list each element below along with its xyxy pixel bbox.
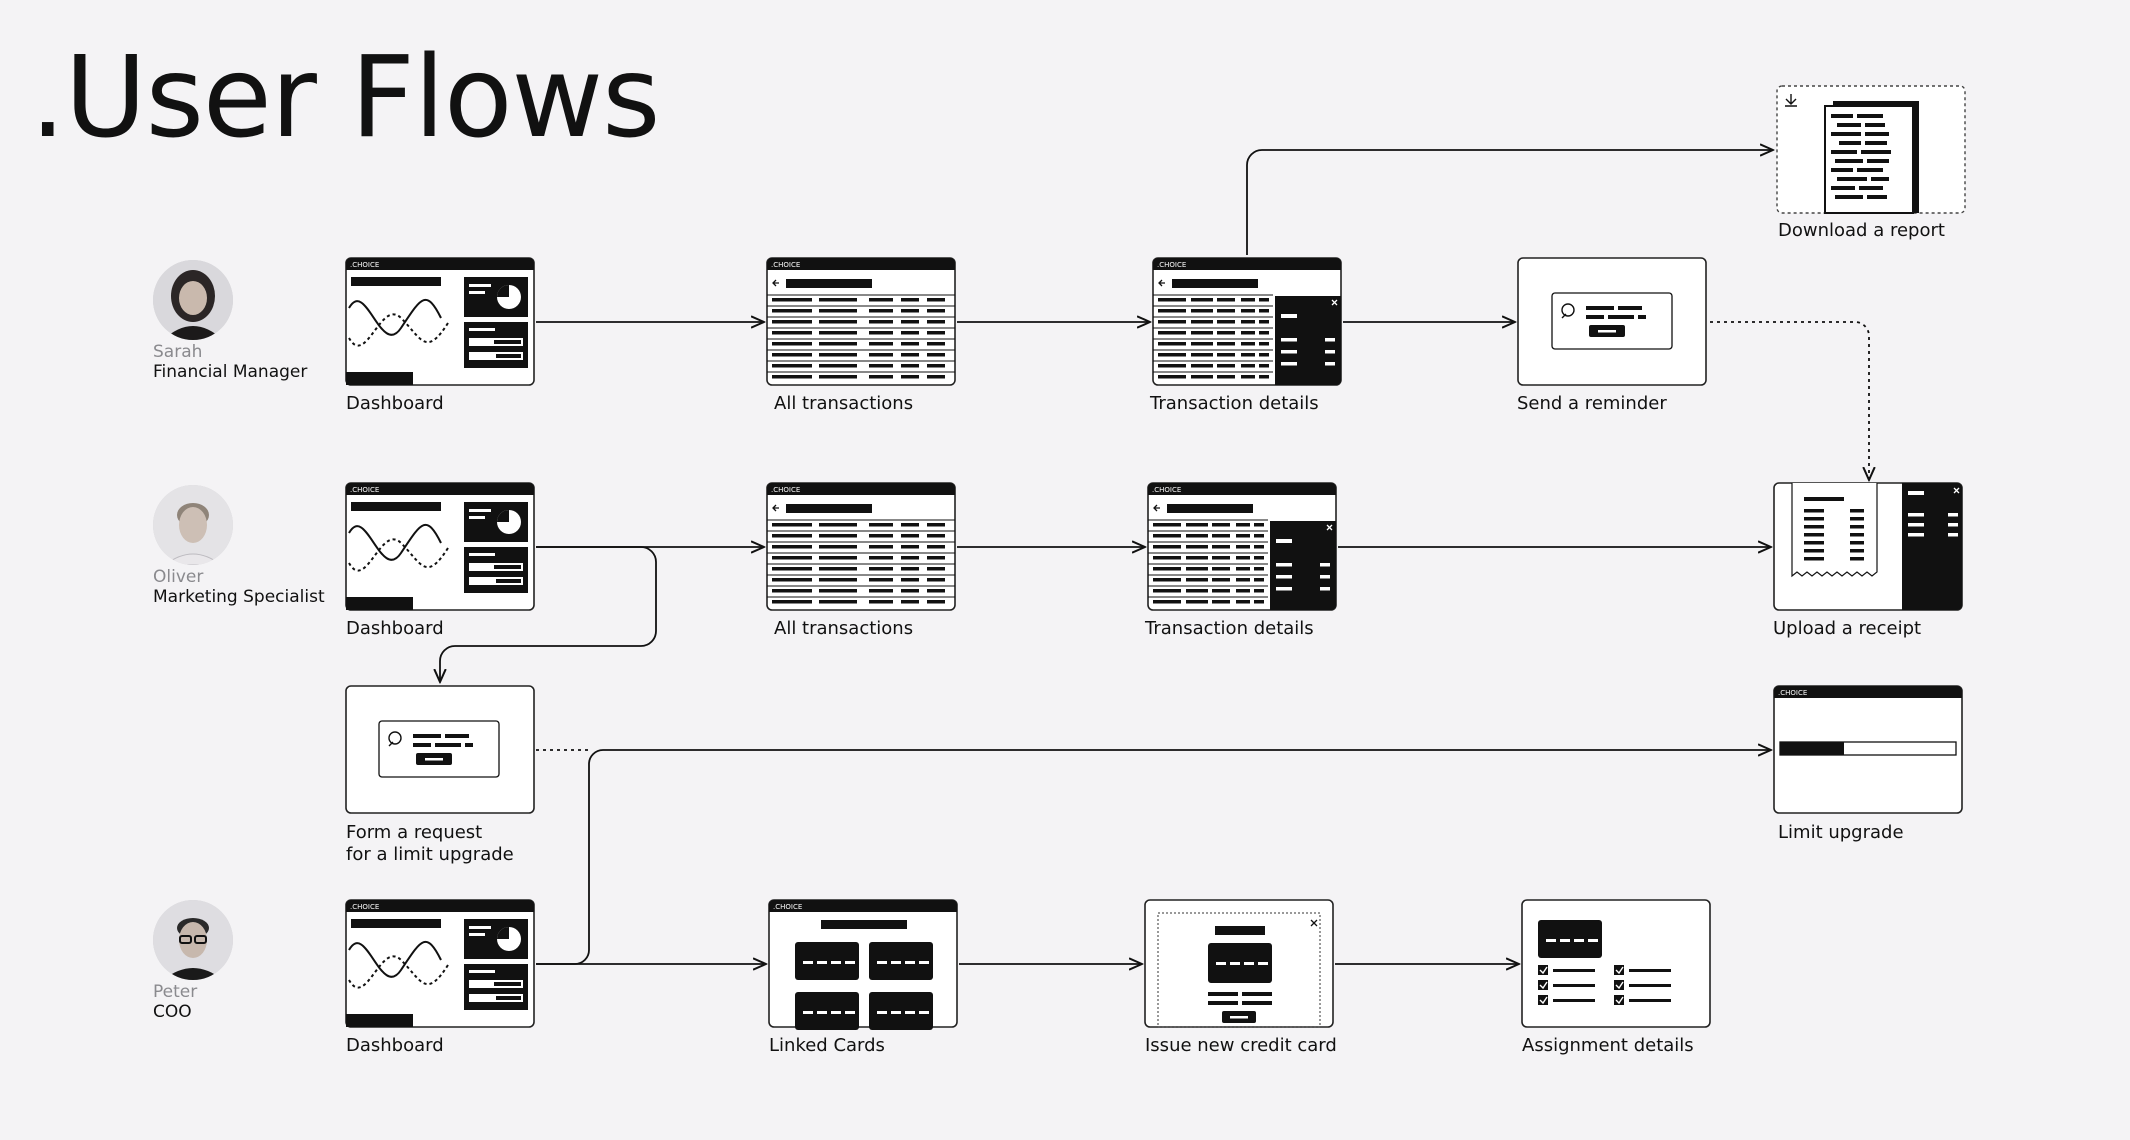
persona-name: Oliver — [153, 567, 204, 587]
arrow-peter-dash-to-limit — [536, 750, 1771, 965]
avatar-oliver-icon — [153, 485, 233, 565]
screen-send-reminder[interactable] — [1517, 257, 1707, 386]
label-send-reminder: Send a reminder — [1517, 393, 1667, 414]
screen-oliver-transaction-details[interactable]: .CHOICE — [1147, 482, 1337, 611]
brand-text: .CHOICE — [773, 903, 802, 911]
brand-text: .CHOICE — [350, 261, 379, 269]
label-oliver-transaction-details: Transaction details — [1145, 618, 1314, 639]
brand-text: .CHOICE — [771, 486, 800, 494]
label-peter-dashboard: Dashboard — [346, 1035, 444, 1056]
brand-text: .CHOICE — [350, 486, 379, 494]
persona-name: Peter — [153, 982, 198, 1002]
avatar — [153, 260, 233, 340]
label-sarah-transaction-details: Transaction details — [1150, 393, 1319, 414]
screen-form-request[interactable] — [345, 685, 535, 814]
screen-issue-card[interactable] — [1144, 899, 1334, 1028]
persona-peter: Peter COO — [153, 900, 233, 1022]
arrow-oliver-dash-to-form — [440, 546, 657, 682]
label-form-request: Form a request for a limit upgrade — [346, 822, 514, 865]
label-limit-upgrade: Limit upgrade — [1778, 822, 1904, 843]
label-linked-cards: Linked Cards — [769, 1035, 885, 1056]
persona-role: Marketing Specialist — [153, 587, 325, 607]
screen-oliver-dashboard[interactable]: .CHOICE — [345, 482, 535, 611]
avatar — [153, 900, 233, 980]
screen-sarah-dashboard[interactable]: .CHOICE — [345, 257, 535, 386]
avatar — [153, 485, 233, 565]
label-oliver-all-transactions: All transactions — [774, 618, 914, 639]
label-sarah-all-transactions: All transactions — [774, 393, 914, 414]
brand-text: .CHOICE — [1152, 486, 1181, 494]
screen-peter-dashboard[interactable]: .CHOICE — [345, 899, 535, 1028]
persona-name: Sarah — [153, 342, 203, 362]
brand-text: .CHOICE — [350, 903, 379, 911]
label-download-report: Download a report — [1778, 220, 1945, 241]
persona-sarah: Sarah Financial Manager — [153, 260, 307, 382]
screen-sarah-transaction-details[interactable]: .CHOICE — [1152, 257, 1342, 386]
persona-oliver: Oliver Marketing Specialist — [153, 485, 325, 607]
screen-sarah-all-transactions[interactable]: .CHOICE — [766, 257, 956, 386]
persona-role: Financial Manager — [153, 362, 308, 382]
arrow-reminder-to-receipt — [1710, 321, 1869, 480]
download-icon[interactable] — [1785, 94, 1797, 107]
page-title: .User Flows — [30, 33, 660, 163]
brand-text: .CHOICE — [1157, 261, 1186, 269]
label-oliver-dashboard: Dashboard — [346, 618, 444, 639]
label-issue-card: Issue new credit card — [1145, 1035, 1337, 1056]
arrow-details-to-download — [1246, 150, 1773, 255]
avatar-sarah-icon — [153, 260, 233, 340]
screen-limit-upgrade[interactable]: .CHOICE — [1773, 685, 1963, 814]
screen-linked-cards[interactable]: .CHOICE — [768, 899, 958, 1030]
persona-role: COO — [153, 1002, 192, 1022]
label-assignment-details: Assignment details — [1522, 1035, 1694, 1056]
label-upload-receipt: Upload a receipt — [1773, 618, 1922, 639]
screen-oliver-all-transactions[interactable]: .CHOICE — [766, 482, 956, 611]
label-sarah-dashboard: Dashboard — [346, 393, 444, 414]
screen-upload-receipt[interactable] — [1773, 482, 1963, 611]
brand-text: .CHOICE — [771, 261, 800, 269]
screen-assignment-details[interactable] — [1521, 899, 1711, 1028]
screen-download-report[interactable] — [1776, 85, 1966, 214]
avatar-peter-icon — [153, 900, 233, 980]
brand-text: .CHOICE — [1778, 689, 1807, 697]
